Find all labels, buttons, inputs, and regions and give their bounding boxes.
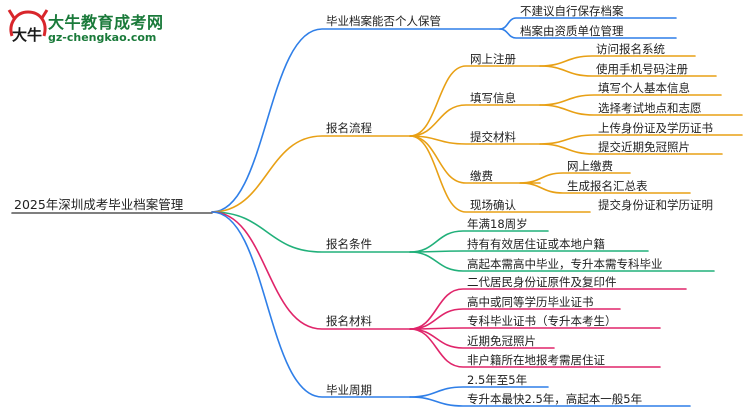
connector-cond-3	[409, 251, 715, 272]
logo-title: 大牛教育成考网	[48, 13, 164, 32]
substep-choose-location: 选择考试地点和志愿	[598, 101, 702, 115]
connector-sub-4	[539, 104, 743, 116]
logo-url: gz-chengkao.com	[48, 31, 157, 44]
ox-logo-icon: 大牛	[7, 9, 49, 44]
mat-college-cert: 专科毕业证书（专升本考生）	[467, 314, 617, 328]
branch-registration-conditions: 报名条件	[326, 237, 372, 251]
connector-mat-3	[409, 327, 661, 330]
mat-residence-permit: 非户籍所在地报考需居住证	[467, 353, 605, 367]
step-fill-info: 填写信息	[470, 91, 516, 105]
connector-mat-1	[409, 288, 687, 330]
step-payment: 缴费	[470, 169, 493, 183]
connector-cond-2	[409, 250, 649, 253]
connector-step-2	[409, 104, 541, 137]
connector-cycle-2	[409, 396, 691, 407]
connector-step-5	[409, 135, 591, 213]
connector-archive	[211, 28, 501, 213]
substep-phone-register: 使用手机号码注册	[596, 62, 688, 76]
cycle-range: 2.5年至5年	[467, 373, 528, 387]
connector-mat-5	[409, 328, 661, 368]
connector-archive-leaf-2	[499, 28, 677, 39]
substep-submit-id-proof: 提交身份证和学历证明	[598, 198, 713, 212]
branch-registration-materials: 报名材料	[326, 314, 372, 328]
substep-basic-info: 填写个人基本信息	[598, 81, 690, 95]
leaf-qualified-unit-manages: 档案由资质单位管理	[520, 24, 624, 38]
connector-cycle	[211, 211, 411, 398]
connector-sub-8	[519, 182, 691, 194]
connector-process	[211, 135, 411, 213]
substep-summary-form: 生成报名汇总表	[567, 179, 648, 193]
cond-residence: 持有有效居住证或本地户籍	[467, 237, 605, 251]
connector-materials	[211, 211, 411, 330]
step-online-register: 网上注册	[470, 52, 516, 66]
mat-id-card: 二代居民身份证原件及复印件	[467, 275, 617, 289]
connector-conditions	[211, 211, 411, 253]
cycle-detail: 专升本最快2.5年，高起本一般5年	[467, 392, 643, 406]
step-submit-materials: 提交材料	[470, 130, 516, 144]
connector-step-3	[409, 135, 541, 145]
logo-mark-text: 大牛	[12, 26, 42, 44]
brand-logo[interactable]: 大牛 大牛教育成考网 gz-chengkao.com	[6, 6, 166, 54]
substep-upload-id: 上传身份证及学历证书	[598, 121, 713, 135]
leaf-not-recommended-self-keep: 不建议自行保存档案	[520, 4, 624, 18]
connector-sub-2	[539, 65, 717, 77]
cond-age-18: 年满18周岁	[467, 217, 528, 231]
connector-sub-6	[539, 143, 723, 155]
branch-archive-custody: 毕业档案能否个人保管	[326, 14, 441, 28]
substep-online-pay: 网上缴费	[567, 159, 613, 173]
root-node: 2025年深圳成考毕业档案管理	[14, 197, 184, 212]
connector-step-1	[409, 65, 541, 137]
substep-visit-system: 访问报名系统	[596, 42, 665, 56]
branch-graduation-cycle: 毕业周期	[326, 383, 372, 397]
branch-registration-process: 报名流程	[326, 121, 372, 135]
substep-submit-photo: 提交近期免冠照片	[598, 140, 690, 154]
step-onsite-confirm: 现场确认	[470, 198, 516, 212]
mat-photo: 近期免冠照片	[467, 334, 536, 348]
mat-high-school-cert: 高中或同等学历毕业证书	[467, 295, 594, 309]
cond-education: 高起本需高中毕业，专升本需专科毕业	[467, 257, 663, 271]
